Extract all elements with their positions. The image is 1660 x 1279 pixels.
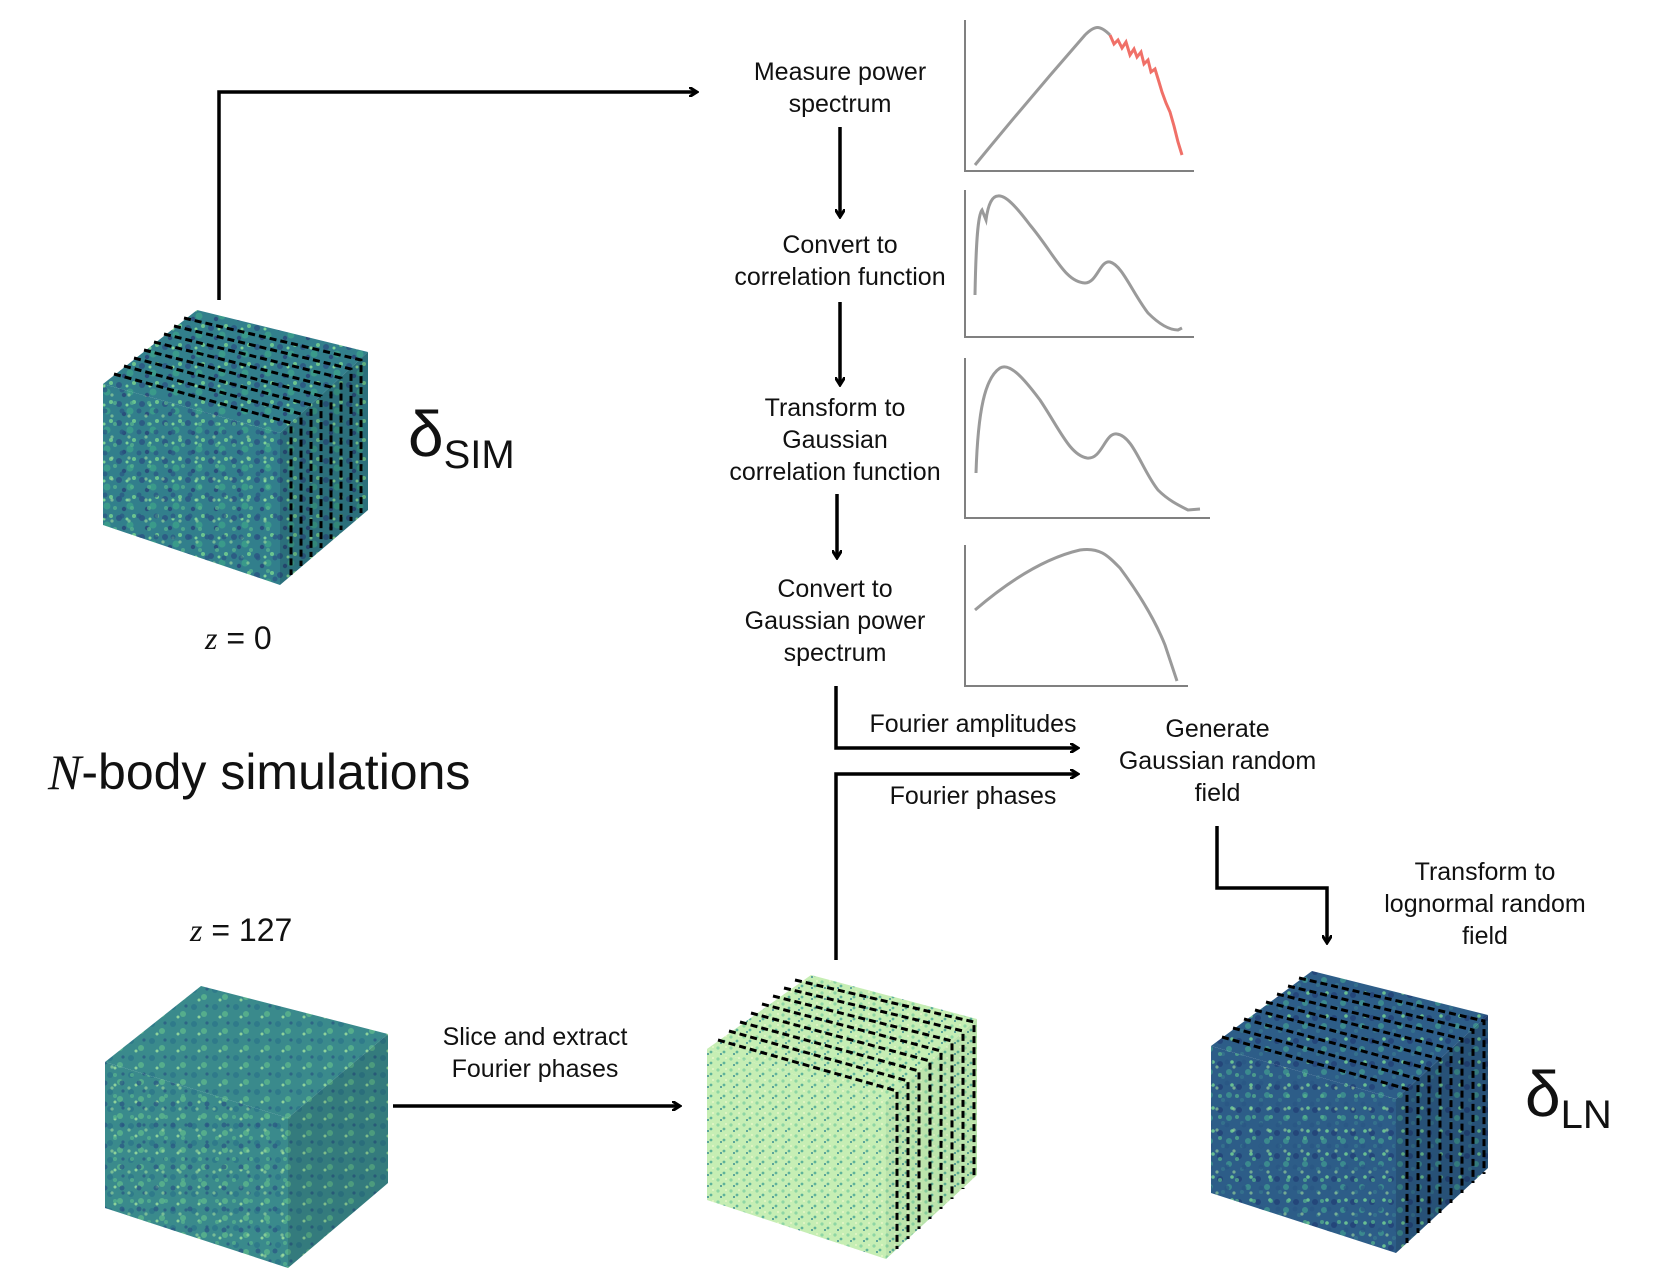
cube-front-face xyxy=(707,1049,886,1259)
plot-axes xyxy=(964,358,1210,519)
edge-label-fourier-phases: Fourier phases xyxy=(889,782,1057,810)
arrows xyxy=(217,92,1327,1106)
plot-curve-highlight xyxy=(1108,34,1184,156)
plot-axes xyxy=(964,545,1188,687)
arrow-sim-to-measure xyxy=(217,92,696,300)
nbody-caption: N-body simulations xyxy=(48,744,471,800)
plot-gaussian-correlation-function xyxy=(964,358,1210,519)
delta-sim-symbol: δSIM xyxy=(408,398,515,477)
arrow-amplitudes xyxy=(834,686,1077,748)
slice-lines xyxy=(717,978,976,1249)
redshift-label-initial: z = 127 xyxy=(190,912,293,948)
redshift-label-final: z = 0 xyxy=(205,620,272,656)
cube-initial-conditions xyxy=(105,986,388,1268)
plot-curve xyxy=(974,365,1201,512)
plot-curve xyxy=(973,26,1112,166)
cube-delta-sim xyxy=(103,310,368,585)
arrow-phases xyxy=(834,774,1077,960)
arrow-grf-to-lognormal xyxy=(1215,826,1327,942)
plot-measured-power-spectrum xyxy=(964,20,1194,172)
cube-top-face xyxy=(105,986,388,1118)
plot-curve xyxy=(974,547,1179,682)
plot-axes xyxy=(964,190,1194,338)
slice-lines xyxy=(1221,976,1486,1243)
cube-side-face xyxy=(280,352,368,585)
delta-ln-symbol: δLN xyxy=(1525,1058,1612,1137)
cube-fourier-phases xyxy=(707,975,977,1259)
plot-correlation-function xyxy=(964,190,1194,338)
cube-top-face xyxy=(103,310,368,433)
cube-delta-ln xyxy=(1211,971,1488,1253)
cube-side-face xyxy=(288,1034,388,1268)
slice-lines xyxy=(113,316,363,575)
plot-axes xyxy=(964,20,1194,172)
edge-label-fourier-amplitudes: Fourier amplitudes xyxy=(869,710,1077,738)
plot-curve xyxy=(973,194,1183,332)
cube-side-face xyxy=(1396,1015,1488,1253)
plot-gaussian-power-spectrum xyxy=(964,545,1188,687)
